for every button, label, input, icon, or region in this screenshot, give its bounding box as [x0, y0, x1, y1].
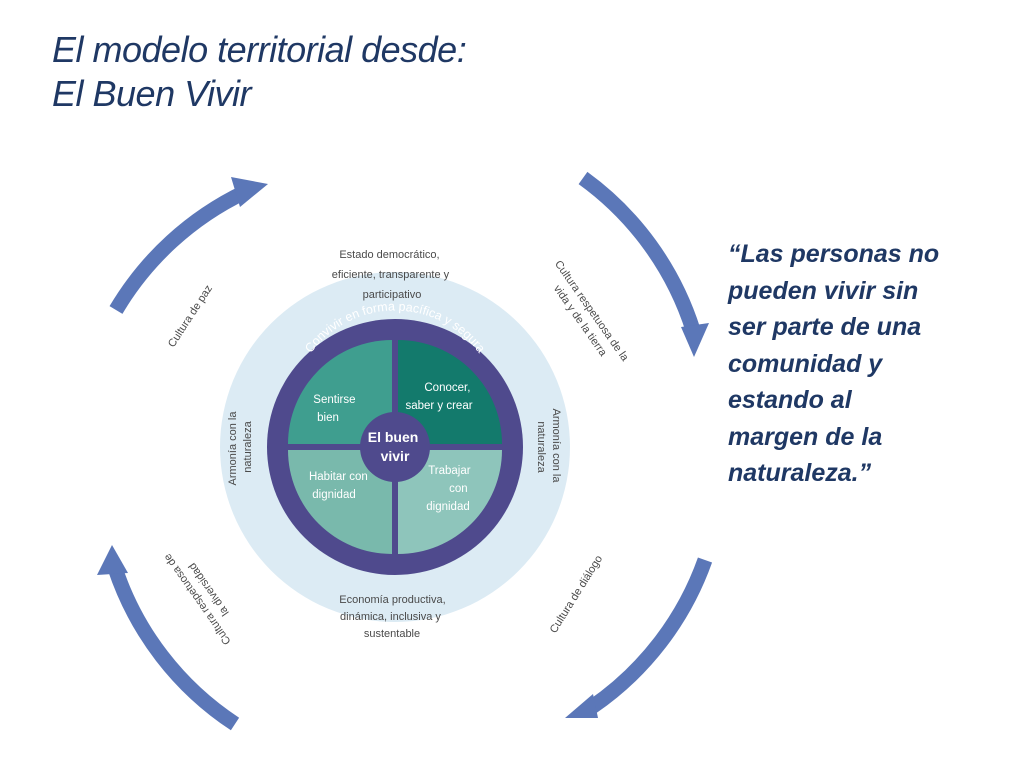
arrow-top-left-head [231, 177, 268, 207]
arrow-bottom-right-shaft [587, 557, 713, 714]
quadrant-label-conocer: Conocer, saber y crear [405, 382, 473, 412]
quadrant-label-habitar: Habitar con dignidad [309, 471, 371, 501]
label-armonia-right: Armonía con la naturaleza [535, 408, 562, 485]
label-armonia-right-line-2: naturaleza [535, 421, 547, 473]
arrow-top-right-head [681, 323, 709, 357]
label-cultura-paz: Cultura de paz [166, 283, 215, 350]
center-circle [360, 412, 430, 482]
label-economia: Economía productiva, dinámica, inclusiva… [339, 594, 448, 640]
label-estado-line-1: Estado democrático, [339, 249, 439, 261]
arrow-bottom-left [97, 545, 240, 731]
outer-arrows [97, 171, 713, 731]
quote-text: “Las personas no pueden vivir sin ser pa… [728, 240, 940, 487]
label-cultura-dialogo: Cultura de diálogo [548, 553, 605, 635]
arrow-bottom-left-head [97, 545, 128, 575]
quadrant-label-trabajar-line-2: con [449, 483, 468, 495]
label-cultura-diversidad: Cultura respetuosa de la diversidad [160, 540, 246, 647]
quadrant-label-conocer-line-2: saber y crear [405, 400, 472, 412]
center-label: El buen vivir [368, 429, 422, 464]
arrow-top-right [578, 171, 709, 357]
quadrant-habitar [288, 450, 392, 554]
arrow-top-left-shaft [109, 185, 249, 314]
label-estado-democratico: Estado democrático, eficiente, transpare… [332, 249, 452, 301]
quadrant-label-habitar-line-2: dignidad [312, 489, 355, 501]
quadrant-label-conocer-line-1: Conocer, [424, 382, 470, 394]
title-line-2: El Buen Vivir [52, 73, 251, 114]
arrow-top-left [109, 177, 268, 314]
label-armonia-left: Armonía con la naturaleza [227, 408, 254, 485]
quadrant-label-habitar-line-1: Habitar con [309, 471, 368, 483]
center-label-line-1: El buen [368, 429, 419, 445]
arrow-top-right-shaft [578, 171, 701, 333]
quadrant-label-sentirse-line-2: bien [317, 412, 339, 424]
label-economia-line-1: Economía productiva, [339, 594, 445, 606]
quadrant-label-trabajar-line-1: Trabajar [428, 465, 471, 477]
quadrant-label-sentirse-line-1: Sentirse [313, 394, 355, 406]
slide-title: El modelo territorial desde: El Buen Viv… [52, 28, 467, 116]
arrow-bottom-right [565, 557, 713, 718]
quadrant-label-trabajar: Trabajar con dignidad [426, 465, 474, 513]
label-armonia-left-line-1: Armonía con la [227, 411, 239, 486]
label-estado-line-3: participativo [363, 289, 422, 301]
quadrant-label-sentirse: Sentirse bien [313, 394, 358, 424]
arrow-bottom-left-shaft [107, 565, 240, 731]
quadrants [288, 340, 502, 554]
label-economia-line-2: dinámica, inclusiva y [340, 611, 441, 623]
label-cultura-paz-line-1: Cultura de paz [166, 283, 215, 350]
title-line-1: El modelo territorial desde: [52, 29, 467, 70]
quadrant-trabajar [398, 450, 502, 554]
label-armonia-left-line-2: naturaleza [242, 420, 254, 472]
quadrant-label-trabajar-line-3: dignidad [426, 501, 469, 513]
label-armonia-right-line-1: Armonía con la [550, 408, 562, 483]
quadrant-sentirse-bien [288, 340, 392, 444]
center-label-line-2: vivir [381, 448, 410, 464]
arrow-bottom-right-head [565, 694, 598, 718]
label-cultura-dialogo-line-1: Cultura de diálogo [548, 553, 605, 635]
label-economia-line-3: sustentable [364, 628, 420, 640]
label-estado-line-2: eficiente, transparente y [332, 269, 450, 281]
quadrant-conocer [398, 340, 502, 444]
label-cultura-vida-line-1: Cultura respetuosa de la [552, 258, 631, 364]
label-cultura-vida: Cultura respetuosa de la vida y de la ti… [540, 258, 633, 374]
